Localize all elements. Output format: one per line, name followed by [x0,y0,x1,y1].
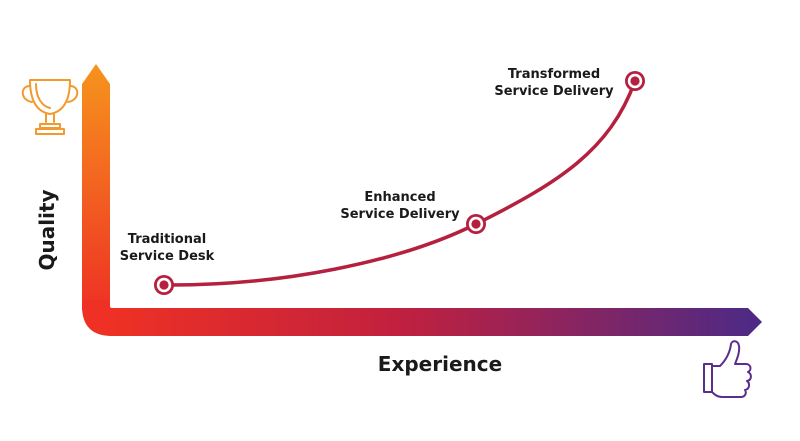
y-axis-arrow [82,64,110,310]
stage-label-line: Service Desk [119,249,215,264]
y-axis-label: Quality [27,189,67,270]
stage-label-line: Transformed [507,67,601,82]
thumbs-up-icon [703,340,752,398]
y-axis-label-text: Quality [35,189,59,271]
stage-marker-enhanced [466,214,486,234]
x-axis-arrow [110,308,762,336]
trophy-icon [21,79,79,135]
stage-marker-traditional [154,275,174,295]
axis-corner [82,300,118,336]
stage-label-line: Service Delivery [340,207,460,222]
stage-label-enhanced: Enhanced Service Delivery [330,189,470,223]
growth-curve [162,79,637,287]
x-axis-label: Experience [377,352,503,376]
stage-label-line: Traditional [127,232,207,247]
stage-label-transformed: Transformed Service Delivery [484,66,624,100]
stage-marker-transformed [625,71,645,91]
stage-label-traditional: Traditional Service Desk [106,231,228,265]
stage-label-line: Enhanced [364,190,436,205]
stage-label-line: Service Delivery [494,84,614,99]
